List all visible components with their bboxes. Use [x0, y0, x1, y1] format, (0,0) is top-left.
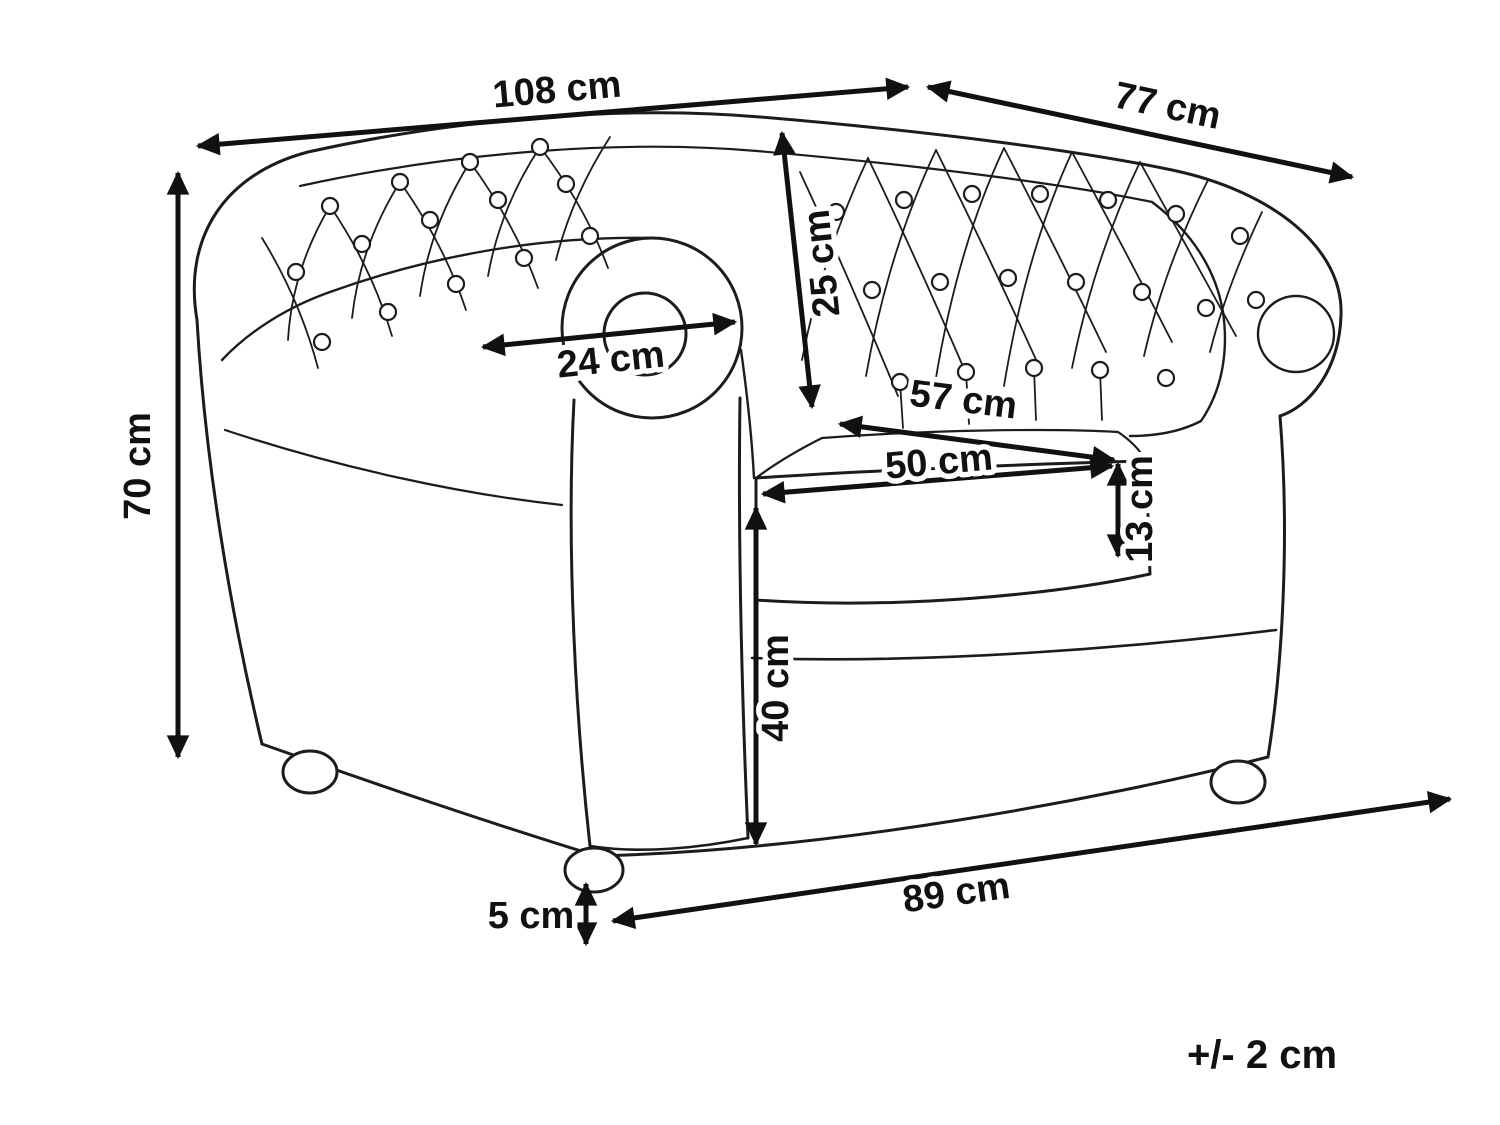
chair-outline	[192, 111, 1343, 858]
leg-height-label: 5 cm	[488, 895, 575, 937]
dim-base-depth: 89 cm	[610, 790, 1453, 930]
armrest-width-arrow	[480, 312, 738, 357]
dim-seat-width: 50 cm	[760, 431, 1115, 504]
seat-height-label: 40 cm	[755, 634, 797, 742]
dim-overall-height: 70 cm	[112, 170, 190, 760]
base-depth-arrow	[610, 790, 1453, 930]
seat-depth-arrow	[837, 415, 1117, 469]
armrest-width-label: 24 cm	[555, 334, 667, 387]
dim-leg-height: 5 cm	[482, 881, 598, 947]
dim-backrest-height: 25 cm	[773, 130, 854, 410]
tufting-buttons	[286, 137, 1266, 392]
backrest-height-arrow	[773, 130, 821, 410]
seat-cushion-thickness-label: 13 cm	[1119, 455, 1161, 563]
armchair-drawing	[192, 111, 1343, 894]
overall-height-label: 70 cm	[117, 412, 159, 520]
dim-seat-height: 40 cm	[744, 505, 803, 847]
overall-width-label: 108 cm	[491, 64, 623, 117]
overall-width-arrow	[195, 77, 911, 156]
tolerance-note: +/- 2 cm	[1187, 1033, 1337, 1077]
seat-depth-label: 57 cm	[907, 373, 1019, 428]
feet	[281, 749, 1267, 894]
seat-width-label: 50 cm	[883, 436, 994, 487]
seat-width-arrow	[760, 456, 1115, 504]
dim-overall-width: 108 cm	[195, 58, 911, 156]
tufting-seams	[261, 136, 1263, 429]
dim-seat-cushion-thickness: 13 cm	[1106, 450, 1167, 568]
base-depth-label: 89 cm	[900, 865, 1013, 922]
dim-armrest-width: 24 cm	[480, 312, 738, 392]
overall-depth-arrow	[925, 80, 1355, 184]
